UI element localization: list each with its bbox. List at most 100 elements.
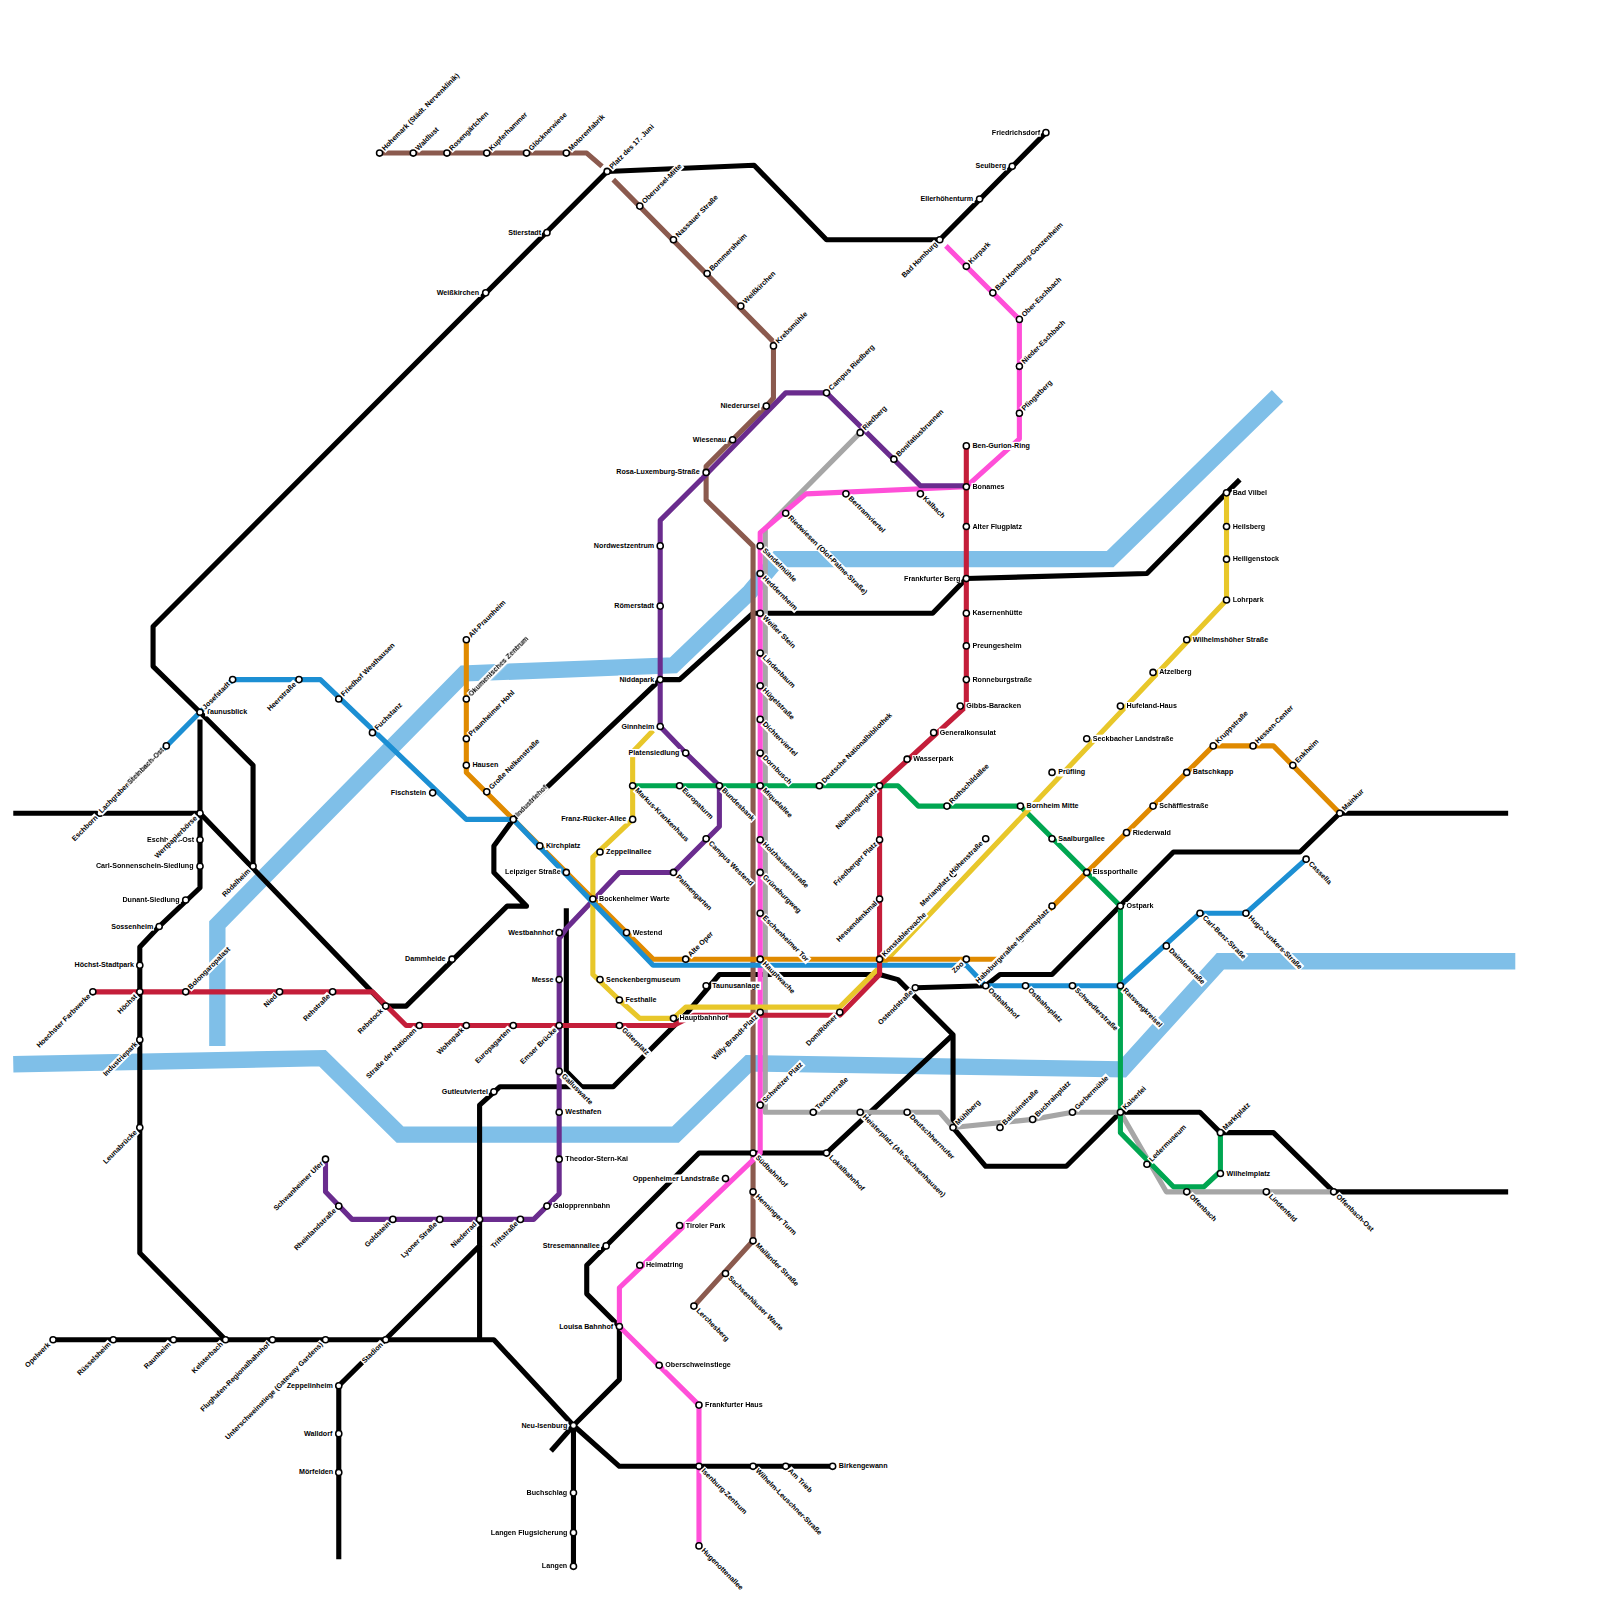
- station-dot: [597, 977, 603, 983]
- station-dot: [912, 985, 918, 991]
- station-name: Birkengewann: [838, 1462, 889, 1470]
- station-name: Hugenottenallee: [699, 1546, 746, 1593]
- station-name: Opelwerk: [23, 1340, 53, 1370]
- station-name: Triftstraße: [489, 1219, 521, 1251]
- station-name: Westhafen: [564, 1108, 602, 1116]
- station-name: Generalkonsulat: [939, 729, 997, 737]
- station-dot: [837, 1009, 843, 1015]
- station-name: Ginnheim: [620, 722, 655, 730]
- station-name: Niddapark: [618, 676, 655, 684]
- station-dot: [1009, 163, 1015, 169]
- station-dot: [1150, 669, 1156, 675]
- station-name: Hauptbahnhof: [679, 1014, 729, 1022]
- station-name: Nibelungenplatz: [833, 786, 879, 832]
- station-dot: [523, 150, 529, 156]
- station-dot: [963, 484, 969, 490]
- sbahn-line: [13, 813, 225, 1340]
- station-dot: [137, 989, 143, 995]
- station-name: Stresemannallee: [542, 1242, 601, 1250]
- station-dot: [570, 1422, 576, 1428]
- station-name: Oberursel-Mitte: [640, 162, 685, 207]
- station-dot: [1223, 490, 1229, 496]
- station-dot: [891, 456, 897, 462]
- station-dot: [137, 1124, 143, 1130]
- station-dot: [1016, 363, 1022, 369]
- station-dot: [416, 1022, 422, 1028]
- station-dot: [517, 1216, 523, 1222]
- station-name: Heimatring: [645, 1261, 684, 1269]
- station-dot: [477, 1216, 483, 1222]
- station-dot: [510, 1022, 516, 1028]
- station-name: Kupferhammer: [487, 110, 530, 153]
- station-dot: [491, 1089, 497, 1095]
- station-dot: [544, 230, 550, 236]
- station-name: Frankfurter Haus: [704, 1401, 764, 1409]
- station-dot: [556, 930, 562, 936]
- station-dot: [857, 430, 863, 436]
- station-name: Industriehof: [513, 783, 549, 819]
- station-dot: [1069, 1109, 1075, 1115]
- station-name: Carl-Benz-Straße: [1200, 913, 1248, 961]
- station-name: Miquelallee: [760, 786, 794, 820]
- station-dot: [156, 923, 162, 929]
- station-dot: [830, 1463, 836, 1469]
- station-name: Bad Homburg: [899, 240, 940, 281]
- station-dot: [556, 1156, 562, 1162]
- station-name: Rothschildallee: [947, 762, 992, 807]
- station-name: Campus Riedberg: [827, 342, 877, 392]
- station-name: Hufeland-Haus: [1126, 702, 1178, 710]
- station-dot: [637, 203, 643, 209]
- station-dot: [1117, 903, 1123, 909]
- station-name: Sossenheim: [110, 922, 154, 930]
- station-dot: [1150, 803, 1156, 809]
- station-dot: [657, 603, 663, 609]
- station-name: Rödelheim: [220, 866, 253, 899]
- station-name: Ronneburgstraße: [971, 676, 1033, 684]
- station-name: Carl-Sonnenschein-Siedlung: [95, 862, 195, 870]
- station-name: Nassauer Straße: [673, 193, 720, 240]
- station-name: Atzelberg: [1158, 668, 1193, 676]
- station-name: Hügelstraße: [760, 686, 796, 722]
- station-dot: [963, 263, 969, 269]
- station-name: Zeppelinheim: [286, 1382, 334, 1390]
- station-dot: [904, 756, 910, 762]
- station-name: Ratswegkreisel: [1120, 986, 1164, 1030]
- station-name: Marktplatz: [1220, 1100, 1252, 1132]
- station-dot: [757, 1009, 763, 1015]
- sbahn-line: [153, 171, 607, 866]
- station-name: Franz-Rücker-Allee: [560, 815, 627, 823]
- station-name: Kalbach: [920, 494, 947, 521]
- station-name: Bertramviertel: [846, 494, 887, 535]
- station-name: Platensiedlung: [628, 749, 681, 757]
- station-name: Theodor-Stern-Kai: [564, 1155, 629, 1163]
- station-dot: [1117, 703, 1123, 709]
- station-dot: [990, 290, 996, 296]
- station-name: Wiesenau: [692, 436, 727, 444]
- station-dot: [483, 290, 489, 296]
- station-name: Südbahnhof: [753, 1153, 790, 1190]
- station-dot: [544, 1203, 550, 1209]
- station-dot: [463, 696, 469, 702]
- station-name: Taunusanlage: [711, 982, 761, 990]
- station-name: Hauptwache: [760, 959, 797, 996]
- station-dot: [877, 896, 883, 902]
- station-dot: [463, 762, 469, 768]
- station-name: Ostbahnplatz: [1026, 986, 1065, 1025]
- station-name: Europagarten: [473, 1026, 513, 1066]
- station-dot: [877, 837, 883, 843]
- station-dots: [50, 130, 1343, 1570]
- station-dot: [616, 997, 622, 1003]
- station-name: Hausen: [471, 761, 499, 769]
- station-dot: [944, 803, 950, 809]
- station-name: Ledermuseum: [1147, 1123, 1189, 1165]
- station-dot: [877, 783, 883, 789]
- station-dot: [463, 637, 469, 643]
- station-name: Ellerhöhenturm: [919, 195, 974, 203]
- station-name: Schwanheimer Ufer: [271, 1159, 325, 1213]
- station-name: Seulberg: [974, 162, 1007, 170]
- brown-line: [613, 180, 773, 1307]
- station-dot: [738, 303, 744, 309]
- station-name: Dornbusch: [760, 753, 794, 787]
- station-dot: [563, 150, 569, 156]
